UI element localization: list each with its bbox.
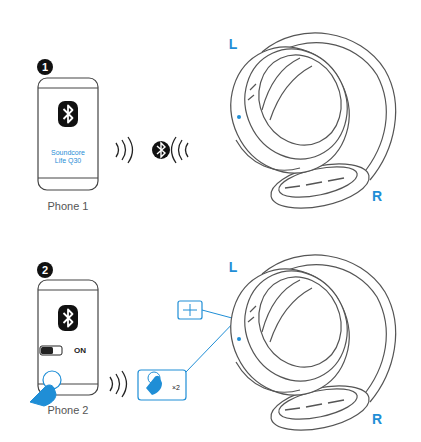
device-name: Soundcore Life Q30 — [49, 149, 87, 164]
side-label: R — [372, 189, 382, 204]
tap-count: ×2 — [172, 384, 180, 392]
phone-label: Phone 1 — [48, 200, 89, 212]
switch-label: ON — [74, 347, 86, 356]
callout-number: 1 — [42, 61, 48, 73]
callout-number: 2 — [42, 264, 48, 276]
side-label: L — [229, 260, 238, 275]
side-label: R — [372, 412, 382, 427]
side-label: L — [229, 37, 238, 52]
phone-label: Phone 2 — [48, 404, 89, 416]
